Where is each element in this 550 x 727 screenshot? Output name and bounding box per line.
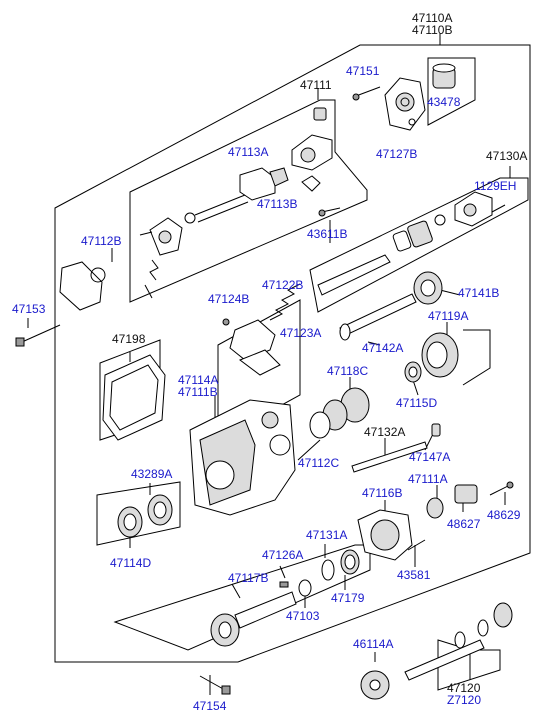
output-shaft-47117b	[210, 579, 312, 647]
leader-47141b	[439, 289, 461, 296]
subassembly-43478-outline	[427, 57, 476, 126]
label-47114a: 47114A	[178, 373, 219, 387]
label-47110b: 47110B	[412, 23, 453, 37]
label-47117b: 47117B	[228, 571, 269, 585]
screw-47151	[352, 86, 381, 101]
label-47119a: 47119A	[428, 309, 469, 323]
label-43581: 43581	[397, 568, 431, 582]
label-47118c: 47118C	[327, 364, 369, 378]
pin-47147a	[431, 423, 441, 437]
label-47111b: 47111B	[178, 385, 218, 399]
label-47142a: 47142A	[362, 341, 404, 355]
label-47115d: 47115D	[396, 396, 438, 410]
bearing-47115d	[404, 361, 422, 383]
bushing-43478	[432, 63, 456, 89]
gear-47118c	[309, 387, 370, 439]
label-43611b: 43611B	[307, 227, 348, 241]
label-47111a: 47111A	[408, 472, 448, 486]
label-47153: 47153	[12, 302, 46, 316]
label-z7120: Z7120	[447, 693, 482, 707]
shaft-47142a	[339, 293, 417, 341]
label-43478: 43478	[427, 95, 461, 109]
label-47123a: 47123A	[280, 326, 322, 340]
screw-43611b	[318, 207, 341, 217]
label-47112c: 47112C	[298, 456, 340, 470]
housing-47114a	[189, 399, 296, 516]
bolt-47153	[15, 324, 61, 347]
label-47112b: 47112B	[81, 234, 122, 248]
leader-47115d	[412, 379, 419, 396]
label-43289a: 43289A	[131, 467, 173, 481]
assembly-outline	[54, 44, 531, 663]
parts-48627-48629	[454, 481, 514, 504]
housing-47116b	[357, 509, 413, 561]
label-47198: 47198	[112, 332, 146, 346]
subassembly-47111-outline	[129, 99, 368, 303]
label-48627: 48627	[447, 517, 481, 531]
label-47151: 47151	[346, 64, 380, 78]
label-47110a: 47110A	[412, 11, 453, 25]
label-47141b: 47141B	[458, 286, 500, 300]
subassembly-47130a-outline	[309, 177, 529, 313]
leader-47112c	[297, 439, 321, 461]
label-47113a: 47113A	[228, 145, 269, 159]
seal-47111a	[426, 497, 444, 519]
label-47154: 47154	[193, 699, 227, 713]
leader-47117b	[231, 583, 241, 599]
label-47127b: 47127B	[376, 147, 418, 161]
gear-47119a	[421, 332, 459, 378]
label-47126a: 47126A	[262, 548, 304, 562]
sprocket-46114a	[360, 670, 390, 700]
label-47113b: 47113B	[257, 197, 298, 211]
label-47147a: 47147A	[409, 450, 451, 464]
label-47116b: 47116B	[362, 486, 403, 500]
gasket-47198	[102, 354, 166, 441]
cover-47127b	[384, 77, 426, 131]
selector-assembly-47111	[139, 107, 333, 299]
label-47131a: 47131A	[306, 528, 348, 542]
gear-47141b	[413, 271, 443, 305]
output-shaft-outline	[113, 544, 371, 651]
bolt-43581	[407, 539, 426, 551]
label-47132a: 47132A	[364, 425, 406, 439]
label-47122b: 47122B	[262, 278, 304, 292]
label-1129eh: 1129EH	[474, 179, 517, 193]
spring-and-forks	[222, 283, 301, 376]
rings-47131a-47179	[321, 549, 360, 581]
label-47124b: 47124B	[208, 292, 250, 306]
label-47179: 47179	[331, 591, 365, 605]
cover-plate-47112b	[59, 261, 106, 311]
label-47130a: 47130A	[486, 149, 528, 163]
bearing-group-outline	[96, 481, 181, 546]
label-47114d: 47114D	[110, 556, 152, 570]
label-46114a: 46114A	[353, 637, 394, 651]
bolt-47154	[199, 675, 231, 695]
fork-group-outline	[217, 299, 301, 441]
label-47120: 47120	[447, 681, 481, 695]
label-47103: 47103	[286, 609, 320, 623]
bearings-43289a-47114d	[117, 494, 173, 538]
label-47111: 47111	[300, 78, 332, 92]
shift-parts-47130a	[317, 191, 506, 296]
label-48629: 48629	[487, 508, 521, 522]
shaft-47132a	[351, 441, 428, 473]
leader-47142a	[367, 341, 381, 346]
shaft-47120	[404, 602, 513, 681]
leader-47126a	[279, 565, 286, 579]
bracket-47119a	[462, 329, 491, 386]
